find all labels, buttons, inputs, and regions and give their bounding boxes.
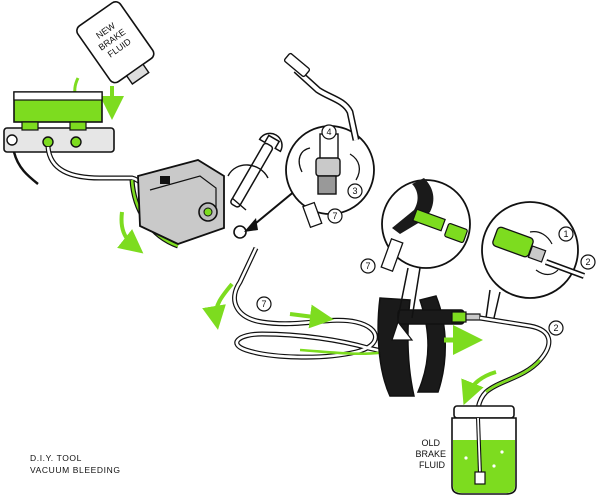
- old-fluid-line-1: OLD: [421, 438, 440, 448]
- callout-3: 3: [347, 183, 363, 199]
- vacuum-pump: [377, 295, 481, 397]
- turn-arrow: [227, 164, 269, 179]
- pointer-arrow: [249, 189, 297, 229]
- caption-line-2: VACUUM BLEEDING: [30, 465, 121, 475]
- callout-7-pump: 7: [360, 258, 376, 274]
- flow-arrow-line: [117, 211, 144, 254]
- new-brake-fluid-bottle: NEW BRAKE FLUID: [73, 1, 155, 99]
- callout-2-hose: 2: [548, 320, 564, 336]
- detail-circle-connector: [481, 201, 586, 299]
- brake-caliper: [137, 159, 225, 245]
- callout-2-detail: 2: [580, 254, 596, 270]
- svg-text:2: 2: [585, 257, 590, 267]
- collection-jar: [451, 405, 517, 495]
- svg-text:3: 3: [352, 186, 357, 196]
- bleeder-valve: [233, 225, 247, 239]
- callout-7-hose: 7: [256, 296, 272, 312]
- svg-text:7: 7: [365, 261, 370, 271]
- svg-text:1: 1: [563, 229, 568, 239]
- callout-7-top: 7: [327, 208, 343, 224]
- detail-circle-pump: [380, 178, 471, 272]
- caption-line-1: D.I.Y. TOOL: [30, 453, 82, 463]
- svg-text:4: 4: [326, 127, 331, 137]
- callout-1: 1: [558, 226, 574, 242]
- svg-text:7: 7: [261, 299, 266, 309]
- diagram-caption: D.I.Y. TOOL VACUUM BLEEDING: [30, 452, 121, 476]
- old-fluid-line-2: BRAKE: [415, 449, 446, 459]
- svg-text:7: 7: [332, 211, 337, 221]
- master-cylinder: [3, 91, 115, 185]
- svg-text:2: 2: [553, 323, 558, 333]
- wrench-icon: [230, 132, 283, 208]
- old-fluid-label: OLD BRAKE FLUID: [415, 438, 448, 470]
- old-fluid-line-3: FLUID: [419, 460, 446, 470]
- callout-4: 4: [321, 124, 337, 140]
